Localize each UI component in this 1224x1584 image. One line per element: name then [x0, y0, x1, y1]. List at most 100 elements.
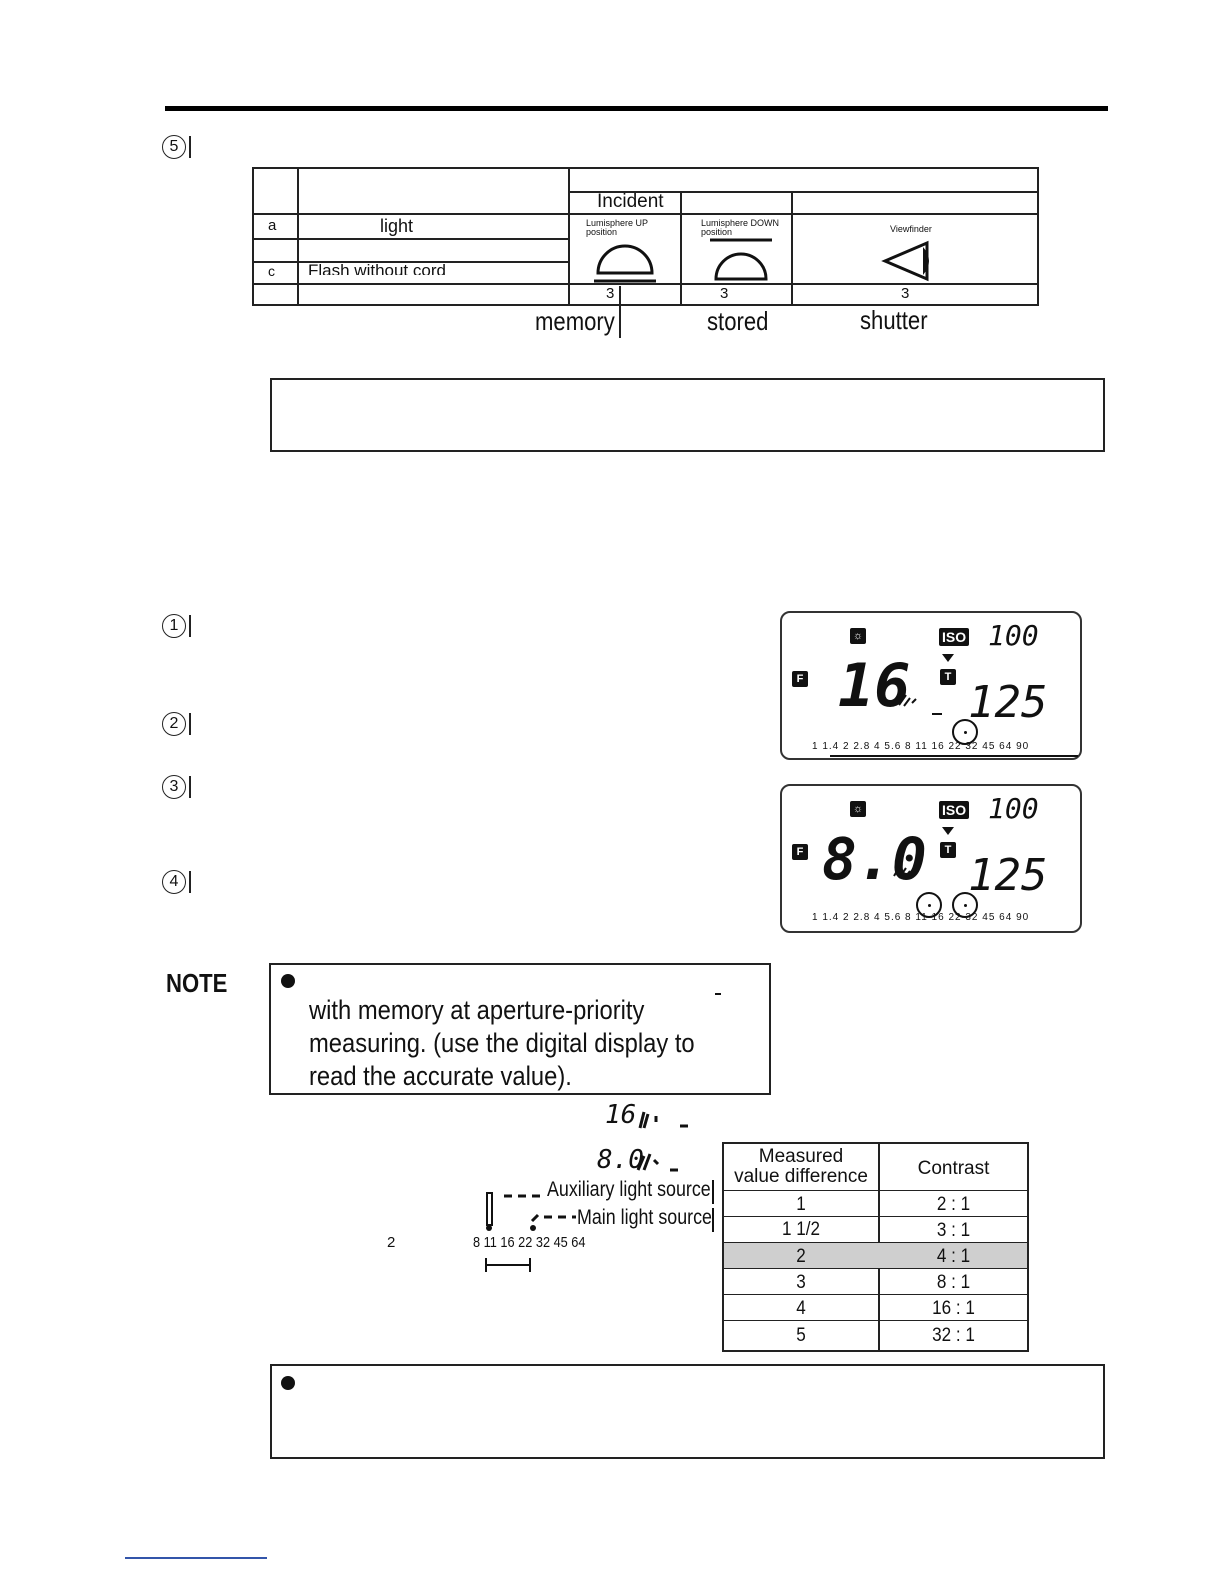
note-line-1: with memory at aperture-priority — [309, 995, 645, 1025]
lumisphere-down-label: Lumisphere DOWN position — [701, 218, 780, 237]
main-end-bar — [712, 1208, 714, 1232]
scale-underline — [830, 755, 1078, 757]
shutter-readout: 125 — [968, 850, 1048, 901]
t-indicator-icon — [942, 654, 954, 662]
shutter-readout: 125 — [968, 677, 1048, 728]
contrast-table: Measured value difference Contrast 1 2 :… — [722, 1142, 1029, 1352]
iso-badge: ISO — [939, 628, 970, 646]
viewfinder-label: Viewfinder — [890, 224, 932, 234]
row-a-letter: a — [268, 217, 277, 234]
step-marker-bar — [189, 776, 191, 798]
main-source-label: Main light source — [577, 1206, 712, 1229]
aux-leader-icon — [504, 1194, 540, 1198]
lcd-dash — [932, 713, 942, 715]
table-line — [254, 213, 1039, 215]
cell-contrast: 16 : 1 — [932, 1298, 975, 1319]
footer-value-1: 3 — [606, 285, 615, 302]
step-5-marker-bar — [189, 136, 191, 158]
note-line-2: measuring. (use the digital display to — [309, 1028, 695, 1058]
header-contrast: Contrast — [917, 1158, 990, 1179]
iso-badge: ISO — [939, 801, 970, 819]
footer-value-2: 3 — [720, 285, 729, 302]
step-4-marker: 4 — [162, 870, 186, 894]
footer-link-line — [125, 1557, 267, 1559]
cell-contrast: 8 : 1 — [936, 1272, 971, 1293]
lumisphere-down-icon — [710, 238, 772, 281]
cell-contrast: 3 : 1 — [936, 1220, 971, 1241]
cell-contrast: 4 : 1 — [936, 1246, 971, 1267]
table-line — [297, 169, 299, 306]
scale-marker-circle — [952, 892, 978, 918]
aperture-readout: 16 — [838, 651, 911, 721]
analog-indicator-icon — [636, 1153, 678, 1172]
table-line — [568, 169, 570, 306]
row-c-label: Flash without cord — [308, 261, 446, 275]
label-stored: stored — [707, 306, 769, 336]
cell-diff: 1 — [796, 1194, 806, 1215]
step-2-marker: 2 — [162, 712, 186, 736]
bullet-icon — [281, 974, 295, 988]
memory-pointer-line — [619, 286, 621, 338]
row-c-letter: c — [268, 263, 275, 279]
table-line — [254, 283, 1039, 285]
t-icon: T — [940, 669, 956, 685]
cell-contrast: 2 : 1 — [936, 1194, 971, 1215]
diagram-scale: 8 11 16 22 32 45 64 — [473, 1234, 586, 1251]
table-line — [568, 191, 1039, 193]
table-line — [254, 261, 568, 263]
lcd-display-2: ☼ ISO 100 F 8.0 T 125 1 1.4 2 2.8 4 5.6 … — [780, 784, 1082, 933]
aux-dot — [486, 1225, 492, 1231]
analog-indicator-icon — [893, 865, 917, 880]
lumisphere-up-icon — [594, 244, 656, 283]
label-shutter: shutter — [860, 305, 928, 335]
table-line — [680, 193, 682, 306]
aperture-scale: 1 1.4 2 2.8 4 5.6 8 11 16 22 32 45 64 90 — [812, 912, 1030, 923]
cell-contrast: 32 : 1 — [932, 1325, 975, 1346]
scale-marker-circle — [916, 892, 942, 918]
f-icon: F — [792, 844, 808, 860]
cell-diff: 3 — [796, 1272, 806, 1293]
aux-end-bar — [712, 1180, 714, 1204]
reading-top: 16 — [605, 1100, 637, 1130]
mode-table: Incident a light c Flash without cord Lu… — [252, 167, 1039, 306]
lumisphere-up-label: Lumisphere UP position — [586, 218, 648, 237]
main-dot — [530, 1225, 536, 1231]
note-box: with memory at aperture-priority measuri… — [269, 963, 771, 1095]
cell-diff: 2 — [796, 1246, 806, 1267]
analog-indicator-icon — [638, 1111, 688, 1129]
step-marker-bar — [189, 871, 191, 893]
iso-value: 100 — [988, 792, 1039, 825]
cell-diff: 4 — [796, 1298, 806, 1319]
aux-source-bar — [486, 1192, 493, 1226]
table-row-highlighted: 2 4 : 1 — [724, 1242, 1027, 1268]
analog-indicator-icon — [893, 692, 917, 707]
left-number: 2 — [387, 1234, 396, 1251]
lcd-display-1: ☼ ISO 100 F 16 T 125 1 1.4 2 2.8 4 5.6 8… — [780, 611, 1082, 760]
aperture-readout: 8.0 — [822, 825, 927, 893]
step-5-marker: 5 — [162, 135, 186, 159]
aux-source-label: Auxiliary light source — [547, 1178, 711, 1201]
step-1-marker: 1 — [162, 614, 186, 638]
step-marker-bar — [189, 615, 191, 637]
header-value-difference: value difference — [734, 1166, 868, 1187]
t-indicator-icon — [942, 827, 954, 835]
sun-icon: ☼ — [850, 801, 866, 817]
sun-icon: ☼ — [850, 628, 866, 644]
bullet-icon — [281, 1376, 295, 1390]
cell-diff: 1 1/2 — [781, 1219, 821, 1240]
note-line-3: read the accurate value). — [309, 1061, 572, 1091]
note-label: NOTE — [166, 968, 228, 998]
reading-bottom: 8.0 — [597, 1145, 644, 1175]
scale-marker-dot — [964, 904, 967, 907]
cell-diff: 5 — [796, 1325, 806, 1346]
table-line — [254, 238, 568, 240]
main-leader-icon — [530, 1213, 576, 1223]
table-line — [791, 193, 793, 306]
difference-bracket-icon — [485, 1258, 531, 1272]
note-mark — [715, 993, 721, 995]
iso-value: 100 — [988, 619, 1039, 652]
table-row: 5 32 : 1 — [724, 1320, 1027, 1350]
table-row: 4 16 : 1 — [724, 1294, 1027, 1320]
aperture-scale: 1 1.4 2 2.8 4 5.6 8 11 16 22 32 45 64 90 — [812, 741, 1030, 752]
table-row: 1 1/2 3 : 1 — [724, 1216, 1027, 1242]
